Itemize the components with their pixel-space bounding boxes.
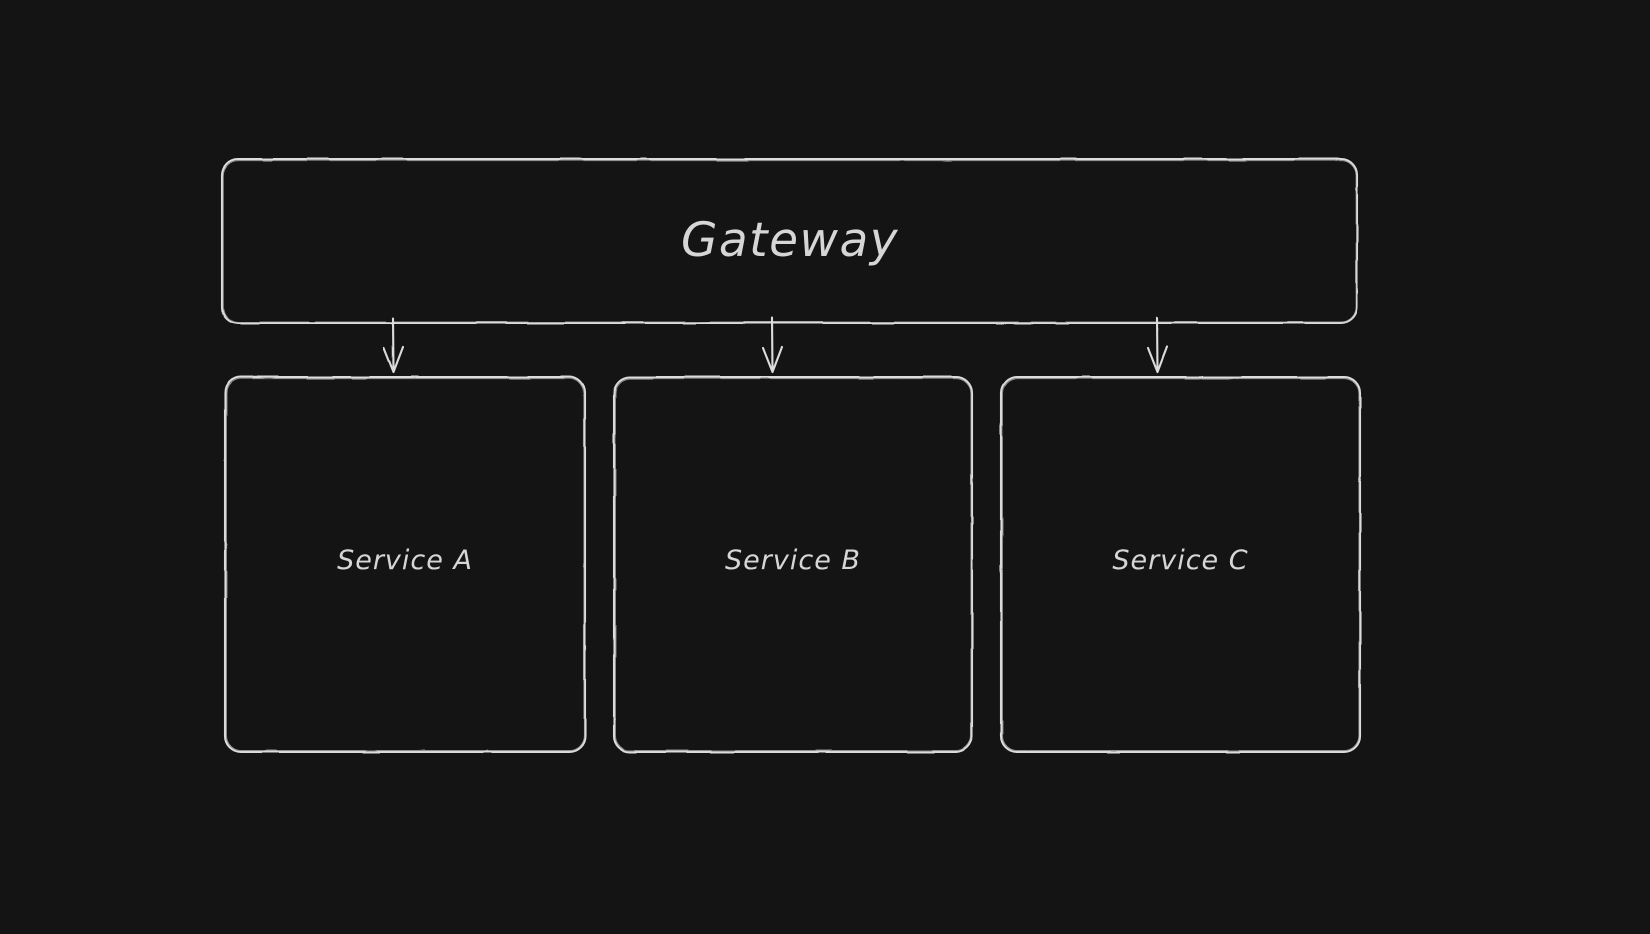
edge-gateway-service-c[interactable] (1146, 316, 1169, 374)
edge-gateway-service-b[interactable] (761, 316, 784, 374)
node-service-a-shape[interactable] (223, 375, 587, 754)
node-service-c-shape[interactable] (999, 375, 1362, 754)
node-label-service-b: Service B (725, 545, 861, 576)
node-label-gateway: Gateway (680, 213, 900, 268)
edge-gateway-service-a[interactable] (382, 316, 405, 374)
node-label-service-c: Service C (1112, 545, 1249, 576)
node-service-b-shape[interactable] (612, 375, 974, 754)
node-label-service-a: Service A (337, 545, 473, 576)
node-gateway-shape[interactable] (220, 157, 1359, 325)
